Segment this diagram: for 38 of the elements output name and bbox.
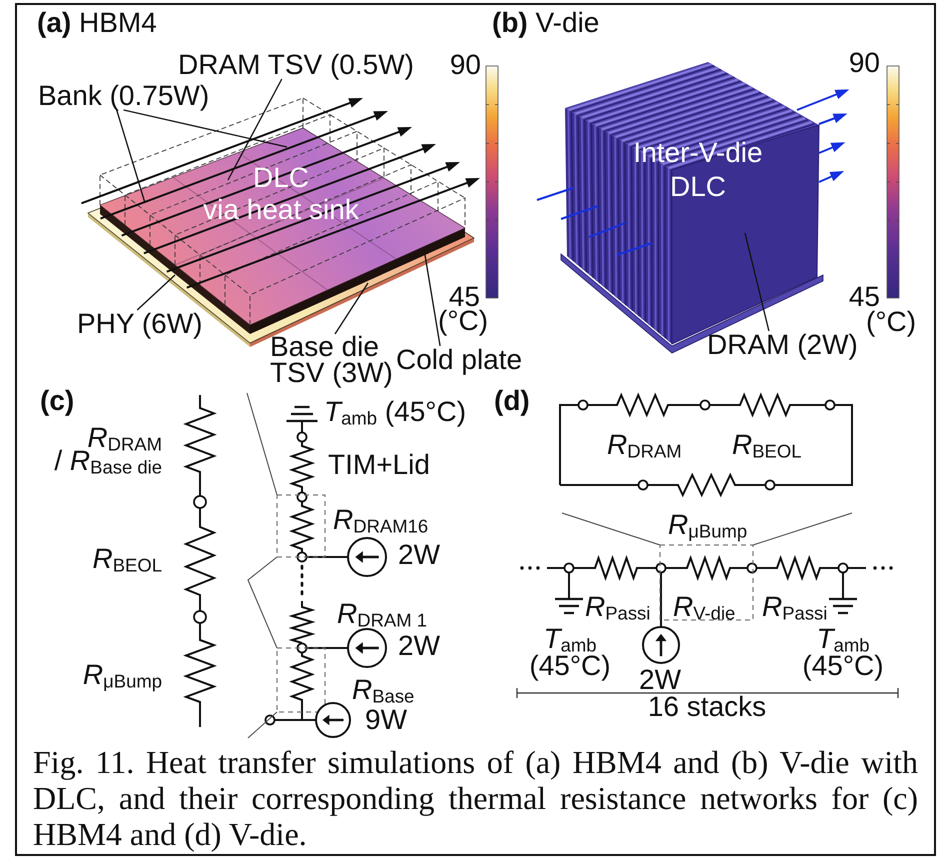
panel-letter: (c) <box>40 387 74 415</box>
leader-line <box>744 232 770 332</box>
power-label: 2W <box>398 541 440 569</box>
panel-title: (a) HBM4 <box>37 9 157 37</box>
resistance-label: R$_{μBump}$ <box>82 661 162 689</box>
power-label: 9W <box>365 706 407 734</box>
scale-min-label: 45 <box>848 285 880 309</box>
panel-title: (b) V-die <box>492 9 600 37</box>
scale-min-label: 45 <box>448 285 480 309</box>
resistance-label: TIM+Lid <box>328 451 430 479</box>
callout-label: DRAM (2W) <box>707 331 858 359</box>
leader-line <box>424 254 441 346</box>
resistance-label: R$_{DRAM 1}$ <box>337 600 428 628</box>
dimension-label: 16 stacks <box>648 695 766 719</box>
leader-line <box>136 274 176 310</box>
resistance-label: R$_{μBump}$ <box>668 511 748 539</box>
panel-letter: (d) <box>494 387 530 415</box>
resistance-label: R$_{DRAM}$ / R$_{Base die}$ <box>54 426 162 472</box>
overlay-label: Inter-V-die DLC <box>633 136 763 204</box>
figure-caption: Fig. 11. Heat transfer simulations of (a) HBM4 and (b) V-die with DLC, and their corresponding thermal resistance networks for (c) HBM4 and (d) V-die. <box>33 744 918 852</box>
power-label: 2W <box>398 632 440 660</box>
callout-label: DRAM TSV (0.5W) <box>178 51 414 79</box>
ambient-temperature-label: T$_{amb}$ (45°C) <box>529 625 611 679</box>
callout-label: Bank (0.75W) <box>38 82 210 110</box>
leader-line <box>227 78 282 180</box>
callout-label: PHY (6W) <box>77 310 202 338</box>
power-label: 2W <box>639 666 681 694</box>
leader-line <box>334 282 369 334</box>
leader-line <box>116 110 146 204</box>
ambient-temperature-label: T$_{amb}$ (45°C) <box>324 398 466 426</box>
scale-max-label: 90 <box>450 51 481 79</box>
resistance-label: R$_{BEOL}$ <box>92 545 162 573</box>
resistance-label: R$_{Base}$ <box>352 676 414 704</box>
ambient-temperature-label: T$_{amb}$ (45°C) <box>802 625 884 679</box>
scale-max-label: 90 <box>848 49 880 77</box>
resistance-label: R$_{DRAM16}$ <box>333 506 428 534</box>
callout-label: Cold plate <box>396 346 522 374</box>
leader-line <box>123 109 288 148</box>
